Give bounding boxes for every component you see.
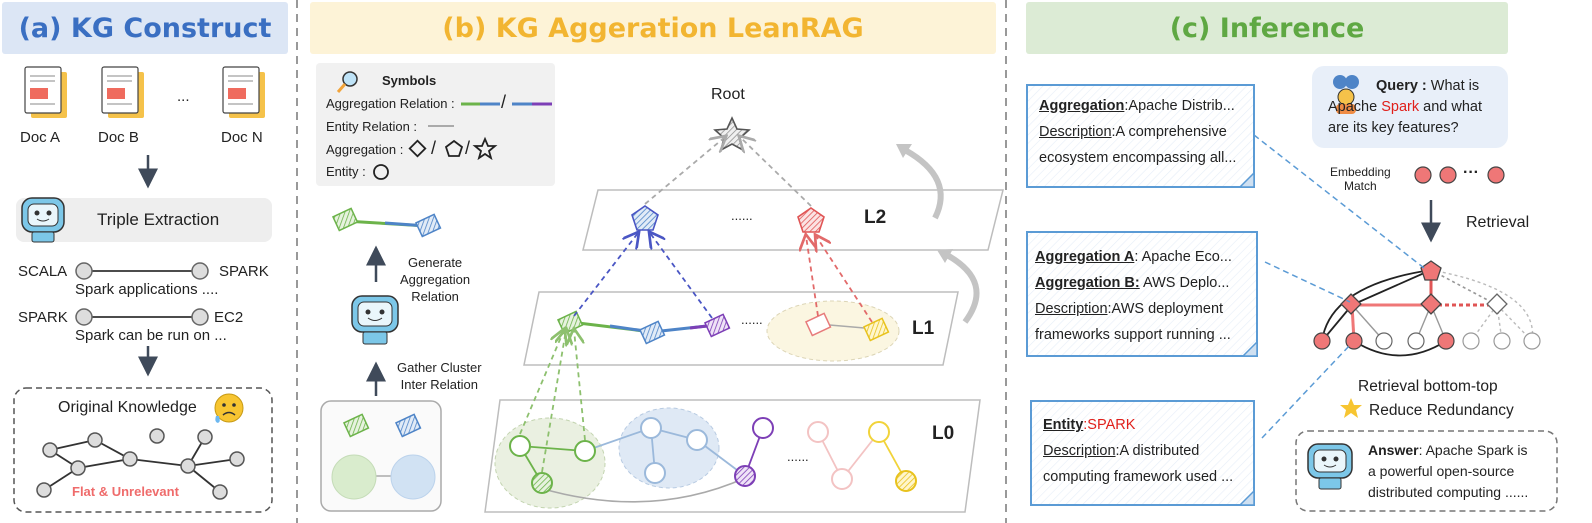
embedding-dots: ···: [1463, 164, 1479, 181]
generate-aggregation-label: Generate Aggregation Relation: [400, 255, 471, 304]
retrieval-bottom-top-label: Retrieval bottom-top: [1358, 378, 1498, 395]
doc-a-label: Doc A: [20, 129, 61, 146]
card1-agg-key: Aggregation: [1039, 98, 1125, 114]
panel-c-title: (c) Inference: [1026, 2, 1508, 54]
robot-icon-b: [351, 295, 399, 345]
reduce-redundancy-label: Reduce Redundancy: [1369, 402, 1514, 419]
query-line3: are its key features?: [1328, 120, 1459, 136]
query-line2-a: Apache: [1328, 99, 1382, 115]
triple1-tail: SPARK: [219, 263, 269, 280]
card1-desc-val: :A comprehensive: [1111, 124, 1227, 140]
card2-desc-key: Description: [1035, 301, 1108, 317]
sad-face-icon: [214, 393, 244, 423]
answer-box: [1295, 430, 1558, 512]
symbol-entity: Entity :: [326, 164, 366, 179]
query-line2-b: and what: [1419, 99, 1482, 115]
root-label: Root: [711, 86, 745, 103]
original-knowledge-label: Original Knowledge: [58, 399, 197, 416]
star-icon: [1340, 398, 1362, 418]
card3-entity-key: Entity: [1043, 417, 1084, 433]
symbol-slash-1: /: [431, 138, 437, 158]
card2-agg-a-key: Aggregation A: [1035, 249, 1135, 265]
triple-extraction-box: [16, 198, 272, 242]
card1-desc-cont: ecosystem encompassing all...: [1039, 150, 1237, 166]
query-line2: Apache Spark and what: [1328, 99, 1482, 115]
original-knowledge-box: [13, 387, 273, 513]
robot-icon-c: [1307, 443, 1353, 490]
doc-b-label: Doc B: [98, 129, 139, 146]
aggregation-ab-card: Aggregation A: Apache Eco... Aggregation…: [1023, 236, 1257, 358]
card2-desc-cont: frameworks support running ...: [1035, 327, 1231, 343]
triple-extraction-label: Triple Extraction: [97, 210, 220, 229]
doc-b-icon: [101, 66, 144, 118]
robot-icon-a: [21, 197, 65, 243]
card3-entity-val: :SPARK: [1083, 417, 1136, 433]
symbols-legend-box: [316, 63, 555, 186]
answer-line2: a powerful open-source: [1368, 463, 1515, 479]
symbol-slash-2: /: [465, 138, 471, 158]
symbol-aggregation: Aggregation :: [326, 142, 404, 157]
card3-desc-key: Description: [1043, 443, 1116, 459]
retrieval-label: Retrieval: [1466, 214, 1530, 231]
question-people-icon: [1333, 75, 1359, 114]
panel-b-title: (b) KG Aggeration LeanRAG: [310, 2, 996, 54]
plane-l0: [484, 399, 981, 513]
query-box: [1312, 66, 1508, 148]
flat-unrelevant-label: Flat & Unrelevant: [72, 484, 179, 499]
generated-aggregation-relation: [331, 207, 442, 238]
docs-ellipsis: ...: [177, 88, 190, 105]
card3-desc-val: :A distributed: [1115, 443, 1200, 459]
symbol-slash: /: [501, 92, 507, 112]
doc-a-icon: [24, 66, 67, 118]
panel-a-title: (a) KG Construct: [2, 2, 288, 54]
card2-agg-b-val: AWS Deplo...: [1139, 275, 1230, 291]
doc-n-label: Doc N: [221, 129, 263, 146]
symbols-title: Symbols: [382, 73, 437, 88]
gather-cluster-label: Gather Cluster Inter Relation: [397, 360, 482, 392]
doc-n-icon: [222, 66, 265, 118]
card2-desc-val: :AWS deployment: [1107, 301, 1224, 317]
root-star: [713, 116, 751, 152]
level-l0-label: L0: [932, 423, 955, 444]
query-line1: Query : What is: [1376, 78, 1479, 94]
triple2-head: SPARK: [18, 309, 68, 326]
triple2-text: Spark can be run on ...: [75, 327, 227, 344]
embedding-match-label: Embedding Match: [1330, 165, 1391, 193]
triple2-tail: EC2: [214, 309, 244, 326]
triple1-head: SCALA: [18, 263, 68, 280]
query-label: Query :: [1376, 78, 1427, 94]
l0-dots: ......: [787, 449, 809, 464]
card2-agg-b-key: Aggregation B:: [1035, 275, 1140, 291]
level-l1-label: L1: [912, 318, 935, 339]
card1-desc-key: Description: [1039, 124, 1112, 140]
answer-line1: Answer: Apache Spark is: [1368, 442, 1528, 458]
answer-label: Answer: [1368, 442, 1419, 458]
card2-agg-a-val: : Apache Eco...: [1134, 249, 1232, 265]
query-pre: What is: [1430, 78, 1480, 94]
query-spark: Spark: [1381, 99, 1420, 115]
card1-agg-val: :Apache Distrib...: [1124, 98, 1235, 114]
l2-dots: ......: [731, 208, 753, 223]
symbol-entity-relation: Entity Relation :: [326, 119, 418, 134]
plane-l2: [582, 189, 1004, 251]
level-l2-label: L2: [864, 207, 887, 228]
triple1-text: Spark applications ....: [75, 281, 219, 298]
magnifier-icon: [336, 71, 358, 93]
card3-desc-cont: computing framework used ...: [1043, 469, 1234, 485]
symbol-aggregation-relation: Aggregation Relation :: [326, 96, 455, 111]
aggregation-card: Aggregation:Apache Distrib... Descriptio…: [1027, 85, 1254, 187]
retrieval-tree: [1313, 260, 1541, 357]
answer-line1-text: : Apache Spark is: [1418, 442, 1528, 458]
l1-dots: ......: [741, 312, 763, 327]
entity-card: Entity:SPARK Description:A distributed c…: [1031, 404, 1254, 504]
answer-line3: distributed computing ......: [1368, 484, 1529, 500]
